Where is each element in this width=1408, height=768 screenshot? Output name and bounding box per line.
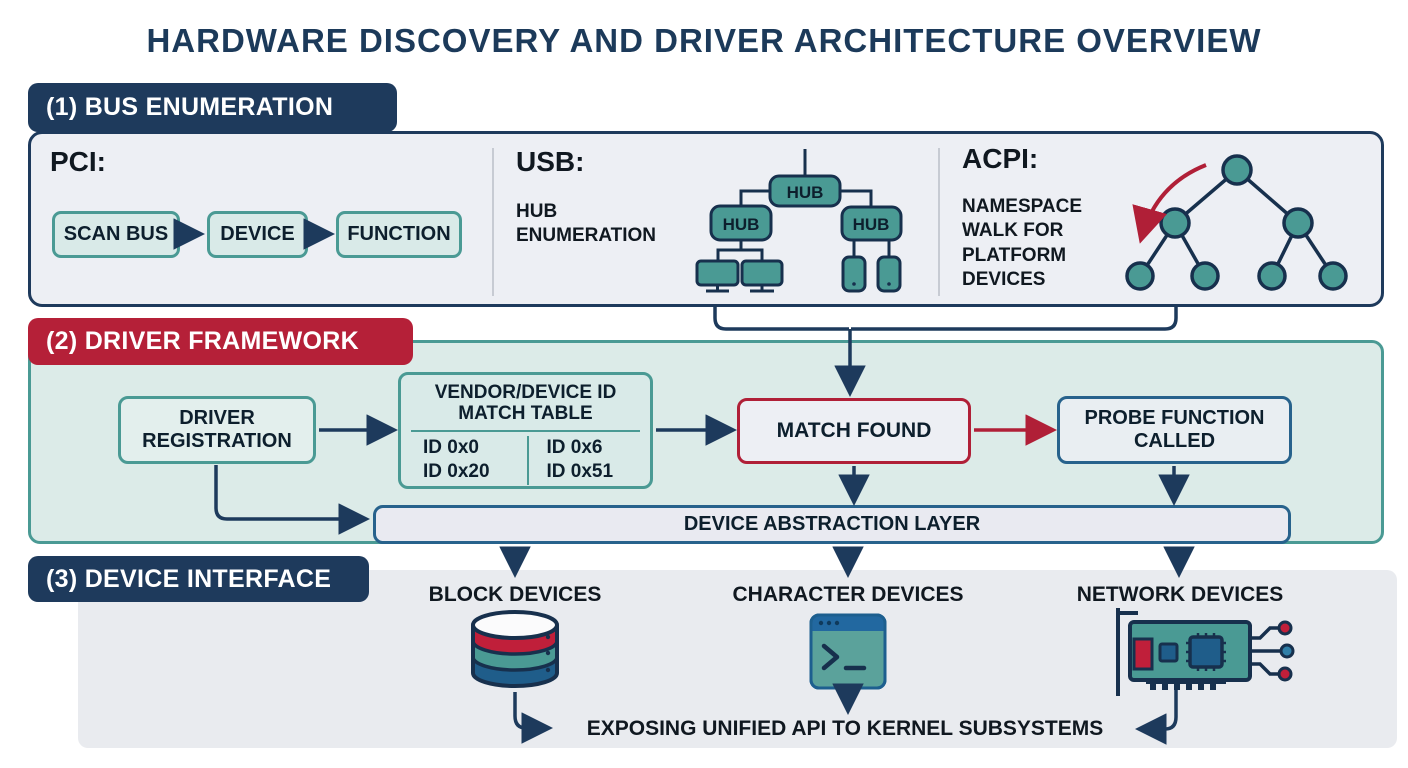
driver-registration-box: DRIVER REGISTRATION [118,396,316,464]
character-devices-label: CHARACTER DEVICES [732,583,964,606]
device-abstraction-layer-bar: DEVICE ABSTRACTION LAYER [373,505,1291,544]
acpi-caption: NAMESPACE WALK FOR PLATFORM DEVICES [962,196,1082,290]
match-table-rule [411,429,640,432]
usb-heading: USB: [516,146,585,177]
pci-step-function: FUNCTION [336,211,462,258]
probe-function-box: PROBE FUNCTION CALLED [1057,396,1292,464]
tab-bus-enumeration: (1) BUS ENUMERATION [28,83,397,132]
page-title: HARDWARE DISCOVERY AND DRIVER ARCHITECTU… [146,22,1262,59]
match-table-id: ID 0x6 [546,436,603,458]
match-table-title: VENDOR/DEVICE ID MATCH TABLE [434,382,617,425]
column-divider [938,148,940,296]
pci-step-scan-bus: SCAN BUS [52,211,180,258]
match-table-id: ID 0x20 [423,460,529,485]
tab-driver-framework: (2) DRIVER FRAMEWORK [28,318,413,365]
column-divider [492,148,494,296]
match-table-id: ID 0x51 [546,461,614,483]
tab-device-interface: (3) DEVICE INTERFACE [28,556,369,602]
network-devices-label: NETWORK DEVICES [1076,583,1284,606]
pci-heading: PCI: [50,146,106,177]
acpi-heading: ACPI: [962,143,1039,174]
usb-caption: HUB ENUMERATION [516,201,657,247]
match-found-box: MATCH FOUND [737,398,971,464]
unified-api-footer: EXPOSING UNIFIED API TO KERNEL SUBSYSTEM… [586,717,1104,740]
match-table-box: VENDOR/DEVICE ID MATCH TABLE ID 0x0 ID 0… [398,372,653,489]
pci-step-device: DEVICE [207,211,308,258]
match-table-id: ID 0x0 [423,435,529,461]
block-devices-label: BLOCK DEVICES [428,583,602,606]
